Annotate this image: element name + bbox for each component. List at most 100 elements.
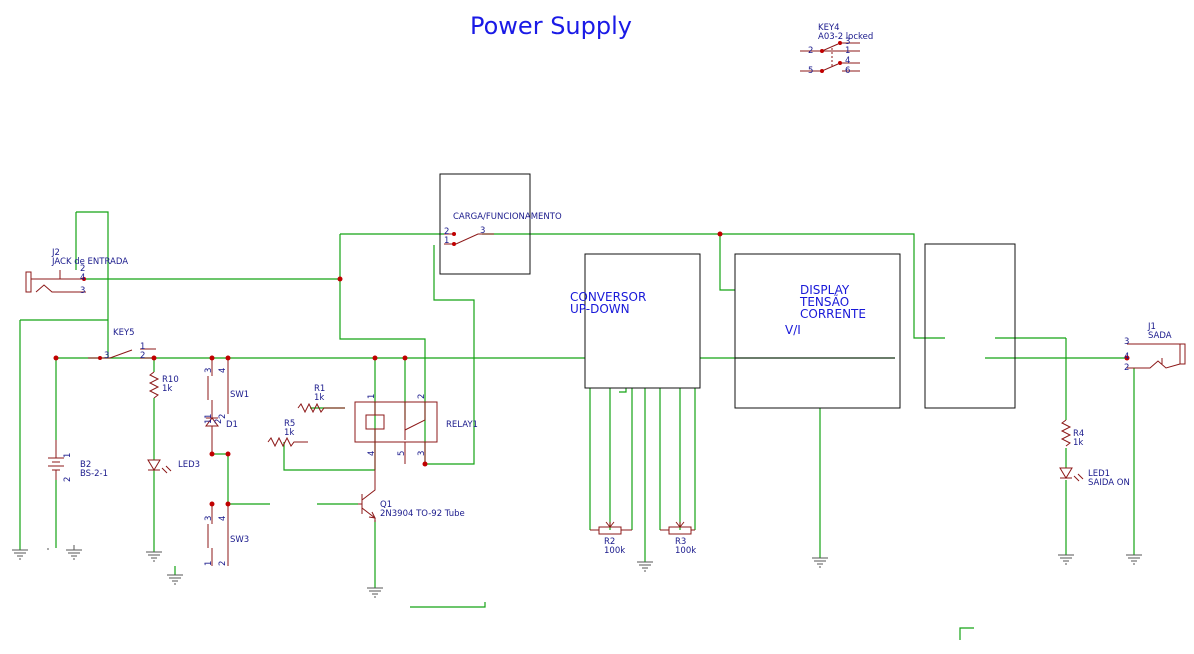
q1-ref: Q1	[380, 500, 392, 510]
display-label-line1: DISPLAY	[800, 283, 850, 297]
junction-dot	[225, 501, 231, 507]
ground-symbol	[637, 561, 653, 572]
ground-symbol	[812, 557, 828, 568]
relay1-ref: RELAY1	[446, 420, 478, 430]
r3-value: 100k	[675, 546, 696, 556]
junction-dot	[151, 355, 157, 361]
d1-pin-label: 1	[204, 419, 214, 424]
relay1-pin-label: 4	[367, 451, 377, 456]
schematic-title: Power Supply	[470, 12, 632, 40]
junction-dot	[209, 355, 215, 361]
r2-value: 100k	[604, 546, 625, 556]
key5-ref: KEY5	[113, 328, 135, 338]
sw3-pin-label: 3	[204, 516, 214, 521]
key4-pin-label: 4	[845, 56, 850, 66]
junction-dot	[225, 355, 231, 361]
sw3-pin-label: 1	[204, 561, 214, 566]
display-label-line2: TENSÃO	[799, 294, 849, 309]
junction-dot	[838, 61, 842, 65]
junction-dot	[820, 49, 824, 53]
output-box	[924, 243, 1016, 409]
r3-potentiometer[interactable]	[660, 521, 695, 535]
junction-dot	[372, 355, 378, 361]
key5-pin-label: 1	[140, 342, 145, 352]
key4-ref: KEY4	[818, 23, 840, 33]
relay1[interactable]	[354, 401, 438, 470]
wires	[19, 211, 1135, 640]
key5-pin-label: 2	[140, 351, 145, 361]
junction-dot	[452, 242, 456, 246]
j1-pin-label: 2	[1124, 363, 1129, 373]
r10-ref: R10	[162, 375, 179, 385]
ground-symbol	[12, 549, 28, 560]
d1-pin-label: 2	[214, 419, 224, 424]
junction-dot	[402, 355, 408, 361]
j1-pin-label: 4	[1124, 352, 1129, 362]
sw1-pin-label: 2	[218, 414, 228, 419]
j2-pin-label: 4	[80, 273, 85, 283]
j2-pin-label: 2	[80, 264, 85, 274]
junction-dot	[209, 451, 215, 457]
junction-dot	[820, 69, 824, 73]
sw1-ref: SW1	[230, 390, 249, 400]
ground-symbol	[367, 587, 383, 598]
ground-symbol	[1126, 554, 1142, 565]
r10-resistor	[148, 371, 160, 399]
j2-pin-label: 3	[80, 286, 85, 296]
junction-dot	[838, 41, 842, 45]
junction-dot	[717, 231, 723, 237]
conversor-label-line1: CONVERSOR	[570, 290, 646, 304]
relay1-pin-label: 2	[417, 394, 427, 399]
sw3-pin-label: 4	[218, 516, 228, 521]
junction-dot	[98, 356, 102, 360]
j1-jack[interactable]	[1127, 343, 1186, 369]
junction-dot	[209, 501, 215, 507]
carga-switch[interactable]	[444, 233, 494, 245]
display-label-line3: CORRENTE	[800, 307, 866, 321]
r2-potentiometer[interactable]	[590, 521, 632, 535]
carga-pin-label: 1	[444, 236, 449, 246]
r1-resistor	[297, 402, 345, 414]
junction-dot	[1124, 355, 1130, 361]
junction-dot	[337, 276, 343, 282]
j1-pin-label: 3	[1124, 337, 1129, 347]
key4-pin-label: 5	[808, 66, 813, 76]
junction-dot	[53, 355, 59, 361]
q1-value: 2N3904 TO-92 Tube	[380, 509, 465, 519]
r4-value: 1k	[1073, 438, 1083, 448]
sw1-switch[interactable]	[207, 358, 229, 414]
ground-symbol	[47, 545, 82, 560]
q1-transistor	[358, 470, 376, 522]
ground-symbol	[1058, 554, 1074, 565]
r2-ref: R2	[604, 537, 615, 547]
ground-symbol	[167, 574, 183, 585]
sw3-ref: SW3	[230, 535, 249, 545]
led1-led	[1059, 467, 1084, 482]
led3-ref: LED3	[178, 460, 200, 470]
j2-value: JACK de ENTRADA	[51, 257, 128, 267]
r5-resistor	[267, 436, 308, 448]
r4-ref: R4	[1073, 429, 1084, 439]
key5-switch[interactable]	[88, 348, 156, 359]
display-label-line4: V/I	[785, 323, 801, 337]
j1-value: SADA	[1148, 331, 1172, 341]
conversor-label-line2: UP-DOWN	[570, 302, 630, 316]
relay1-pin-label: 3	[417, 451, 427, 456]
carga-pin-label: 3	[480, 226, 485, 236]
key4-pin-label: 1	[845, 46, 850, 56]
ground-symbol	[146, 551, 162, 562]
r4-resistor	[1060, 419, 1072, 447]
key4-pin-label: 2	[808, 46, 813, 56]
carga-label: CARGA/FUNCIONAMENTO	[453, 212, 562, 222]
display-box	[734, 253, 901, 409]
led1-value: SAIDA ON	[1088, 478, 1130, 488]
junction-dot	[82, 277, 86, 281]
sw3-pin-label: 2	[218, 561, 228, 566]
junction-dot	[422, 461, 428, 467]
sw3-switch[interactable]	[207, 504, 229, 566]
b2-battery	[48, 440, 64, 480]
r5-value: 1k	[284, 428, 294, 438]
r1-ref: R1	[314, 384, 325, 394]
j2-jack[interactable]	[25, 270, 86, 293]
